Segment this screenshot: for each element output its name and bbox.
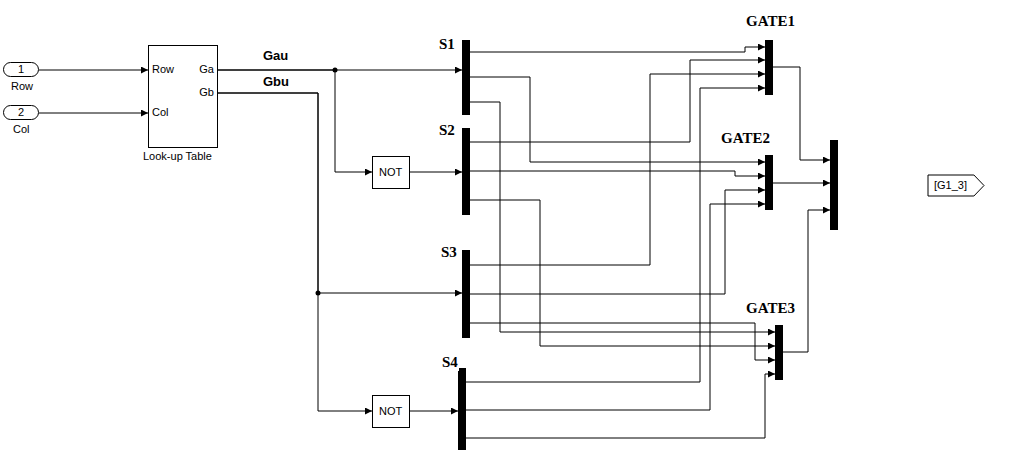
signal-line: [470, 74, 765, 265]
port-label: Col: [152, 106, 169, 118]
block-label: S1: [438, 36, 456, 53]
block-label: GATE2: [720, 130, 771, 147]
port-label: Gb: [199, 86, 214, 98]
port-label: Look-up Table: [143, 150, 212, 162]
signal-line: [466, 374, 775, 438]
signal-line: [470, 47, 765, 52]
block-label: S2: [438, 122, 456, 139]
block-label: 1: [18, 63, 24, 76]
signal-line: [470, 171, 765, 176]
output-mux-bar: [830, 140, 838, 230]
demux-bar: S1: [462, 40, 470, 115]
signal-line: [470, 102, 775, 332]
gate3-output-wire: [783, 210, 830, 352]
inport: 1Row: [3, 62, 39, 77]
block-label: Row: [152, 63, 174, 75]
mux-bar: GATE3: [775, 325, 783, 380]
signal-name: Gau: [262, 48, 289, 63]
block-label: S4: [441, 354, 459, 371]
signal-line: [466, 204, 765, 410]
signal-line: [39, 70, 148, 71]
signal-line: [218, 93, 372, 411]
block-label: GATE3: [745, 300, 796, 317]
mux-bar: GATE1: [765, 40, 773, 95]
demux-bar: S2: [462, 128, 470, 215]
block-label: S3: [440, 244, 458, 261]
signal-line: [470, 323, 775, 360]
port-label: Ga: [199, 63, 214, 75]
signal-line: [470, 190, 765, 294]
not-gate-block: NOT: [372, 395, 410, 428]
block-label: NOT: [379, 405, 402, 418]
gate1-output-wire: [773, 67, 830, 160]
block-label: NOT: [379, 166, 402, 179]
signal-line: [218, 70, 372, 172]
signal-line: [470, 77, 765, 162]
goto-tag: [G1_3]: [928, 175, 984, 196]
port-label: Row: [11, 80, 33, 93]
signal-line: [218, 93, 462, 293]
block-label: GATE1: [745, 13, 796, 30]
not-gate-block: NOT: [372, 156, 410, 189]
block-label: 2: [18, 106, 24, 119]
block-label: [G1_3]: [934, 179, 967, 192]
port-label: Col: [13, 123, 30, 136]
mux-bar: GATE2: [765, 155, 773, 210]
lookup-table-block: RowColGaGbLook-up Table: [148, 45, 218, 148]
signal-line: [470, 200, 775, 346]
signal-line: [410, 172, 462, 173]
gate2-output-wire: [773, 183, 830, 184]
inport: 2Col: [3, 105, 39, 120]
signal-name: Gbu: [262, 74, 290, 89]
signal-line: [410, 411, 458, 412]
demux-bar: S4: [458, 368, 466, 450]
signal-line: [39, 113, 148, 114]
demux-bar: S3: [462, 250, 470, 338]
